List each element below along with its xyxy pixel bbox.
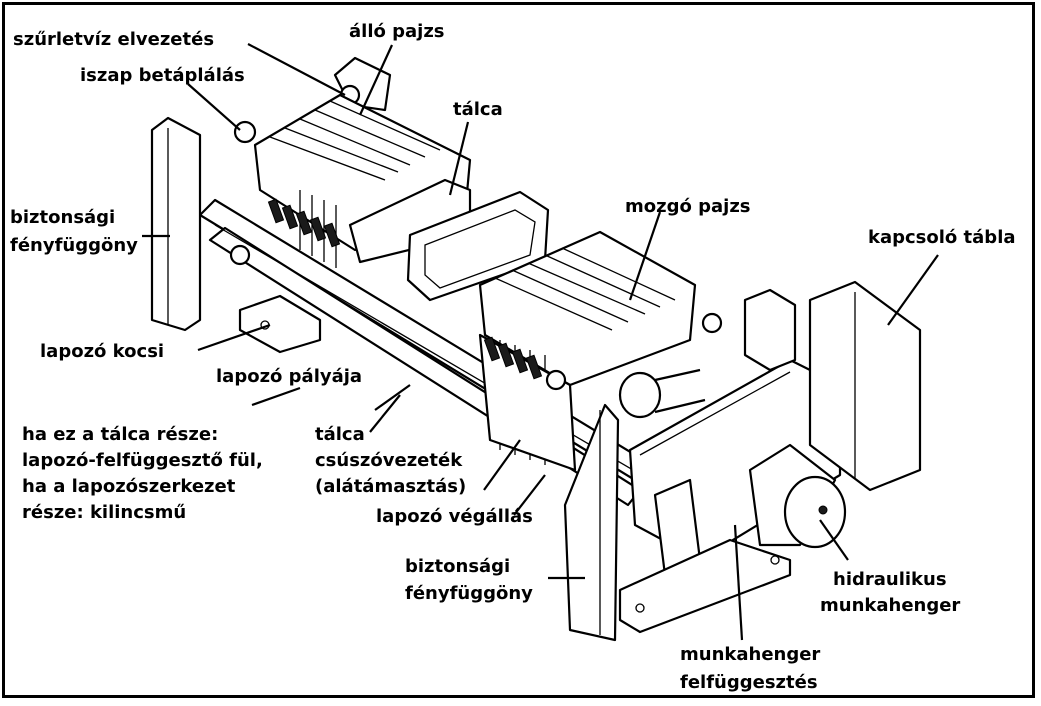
moving-shield-port-icon (701, 312, 723, 334)
label-ha-1: ha ez a tálca része: (22, 424, 218, 445)
label-talca: tálca (453, 99, 503, 120)
hydraulic-cylinder (748, 443, 847, 549)
label-hidraulikus: hidraulikus (833, 569, 947, 590)
carriage-hooks-left (267, 198, 341, 248)
label-lapozo-kocsi: lapozó kocsi (40, 341, 164, 362)
carriage-hooks-right (483, 336, 543, 380)
safety-light-curtain-right (563, 403, 620, 642)
label-biztonsagi-1b: fényfüggöny (10, 235, 138, 256)
diagram-frame (2, 2, 1035, 698)
labels: szűrletvíz elvezetés álló pajzs iszap be… (10, 21, 1016, 693)
label-tcs-1: tálca (315, 424, 365, 445)
label-lapozo-palyaja: lapozó pályája (216, 366, 362, 387)
label-ha-2: lapozó-felfüggesztő fül, (22, 450, 263, 471)
lower-port-icon (229, 244, 251, 266)
label-felfuggesztes: felfüggesztés (680, 672, 818, 693)
label-biztonsagi-2a: biztonsági (405, 556, 510, 577)
left-foot (238, 294, 322, 354)
safety-light-curtain-left (150, 116, 202, 332)
label-tcs-3: (alátámasztás) (315, 476, 466, 497)
control-post (743, 288, 797, 372)
label-ha-3: ha a lapozószerkezet (22, 476, 236, 497)
label-tcs-2: csúszóvezeték (315, 450, 463, 471)
label-iszap: iszap betáplálás (80, 65, 245, 86)
control-panel (808, 280, 922, 492)
leader-lines (142, 43, 939, 641)
filter-press-machine (150, 56, 922, 642)
sludge-inlet-icon (233, 120, 257, 144)
base-frame (618, 538, 792, 634)
moving-pack-front (478, 333, 577, 472)
label-biztonsagi-2b: fényfüggöny (405, 583, 533, 604)
piston-rod-end (618, 371, 662, 419)
label-hidr-munkahenger: munkahenger (820, 595, 960, 616)
label-vegallas: lapozó végállás (376, 506, 533, 527)
label-mozgo-pajzs: mozgó pajzs (625, 196, 751, 217)
roller-icon (545, 369, 567, 391)
label-munkahenger: munkahenger (680, 644, 820, 665)
label-ha-4: része: kilincsmű (22, 502, 186, 523)
label-allo-pajzs: álló pajzs (349, 21, 445, 42)
label-kapcsolo: kapcsoló tábla (868, 227, 1016, 248)
label-biztonsagi-1a: biztonsági (10, 207, 115, 228)
label-szurletviz: szűrletvíz elvezetés (13, 29, 214, 50)
